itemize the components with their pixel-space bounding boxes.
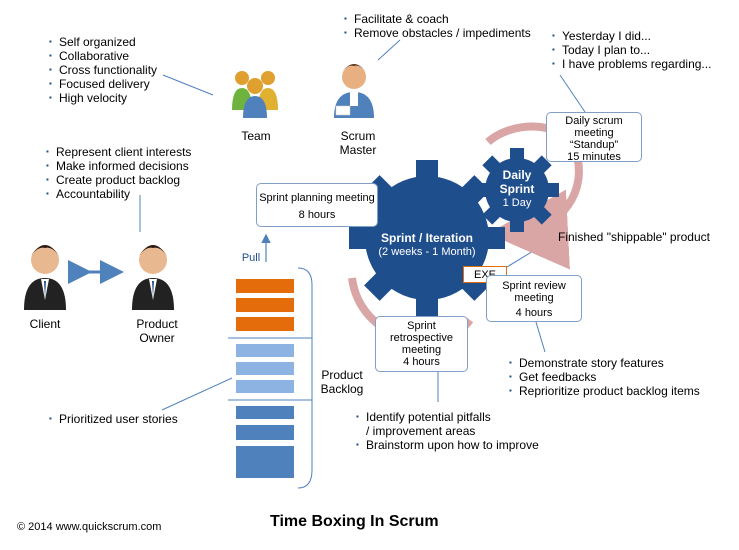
client-icon [24,245,66,310]
team-bullet: High velocity [49,91,157,105]
sprint-gear [349,160,505,316]
backlog-item-light [236,344,294,357]
sprint-planning-box: Sprint planning meeting 8 hours [256,183,378,227]
backlog-item-orange [236,317,294,331]
team-bullet: Cross functionality [49,63,157,77]
backlog-item-mid [236,425,294,440]
daily-bullet: I have problems regarding... [552,57,711,71]
retro-bullets: Identify potential pitfalls / improvemen… [356,410,539,452]
client-label: Client [29,317,61,331]
team-label: Team [241,129,271,143]
copyright: © 2014 www.quickscrum.com [17,521,162,533]
retrospective-box: Sprint retrospective meeting 4 hours [375,316,468,372]
retro-bullet-continued: / improvement areas [366,424,476,438]
master-bullet: Facilitate & coach [344,12,531,26]
master-connector [377,39,401,61]
pull-label: Pull [241,252,261,264]
team-icon [232,71,278,118]
backlog-item-mid [236,406,294,419]
daily-gear [475,148,559,232]
owner-bullet: Represent client interests [46,145,191,159]
master-bullet: Remove obstacles / impediments [344,26,531,40]
backlog-stack [236,279,294,478]
owner-bullets: Represent client interests Make informed… [46,145,191,201]
daily-bullets: Yesterday I did... Today I plan to... I … [552,29,711,71]
finished-connector [506,236,557,268]
sprint-review-box: Sprint review meeting 4 hours [486,275,582,322]
daily-connector [559,74,586,113]
retro-bullet: Brainstorm upon how to improve [356,438,539,452]
owner-bullet: Make informed decisions [46,159,191,173]
daily-gear-label: Daily Sprint 1 Day [499,168,535,209]
backlog-item-orange [236,298,294,312]
product-owner-icon [132,245,174,310]
stories-bullet: Prioritized user stories [49,412,178,426]
stories-bullets: Prioritized user stories [49,412,178,426]
master-bullets: Facilitate & coach Remove obstacles / im… [344,12,531,40]
team-bullet: Self organized [49,35,157,49]
team-bullet: Collaborative [49,49,157,63]
scrum-master-label: Scrum Master [339,129,377,157]
product-owner-label: Product Owner [136,317,178,345]
team-bullet: Focused delivery [49,77,157,91]
team-connector [162,74,214,96]
review-bullet: Reprioritize product backlog items [509,384,700,398]
diagram-title: Time Boxing In Scrum [270,513,439,530]
product-backlog-label: Product Backlog [320,368,364,396]
daily-bullet: Today I plan to... [552,43,711,57]
team-bullets: Self organized Collaborative Cross funct… [49,35,157,105]
backlog-item-light [236,362,294,375]
scrum-master-icon [334,64,374,118]
review-bullets: Demonstrate story features Get feedbacks… [509,356,700,398]
backlog-item-mid [236,446,294,478]
daily-scrum-box: Daily scrum meeting “Standup” 15 minutes [546,112,642,163]
retro-bullet: Identify potential pitfalls [356,410,539,424]
backlog-bracket [297,267,313,489]
sprint-gear-label: Sprint / Iteration (2 weeks - 1 Month) [378,231,476,258]
backlog-item-light [236,380,294,393]
review-bullet: Get feedbacks [509,370,700,384]
owner-bullet: Create product backlog [46,173,191,187]
daily-bullet: Yesterday I did... [552,29,711,43]
review-bullet: Demonstrate story features [509,356,700,370]
owner-bullet: Accountability [46,187,191,201]
stories-connector [161,377,233,411]
finished-label: Finished "shippable" product [558,230,710,244]
backlog-item-orange [236,279,294,293]
review-connector [535,321,546,353]
